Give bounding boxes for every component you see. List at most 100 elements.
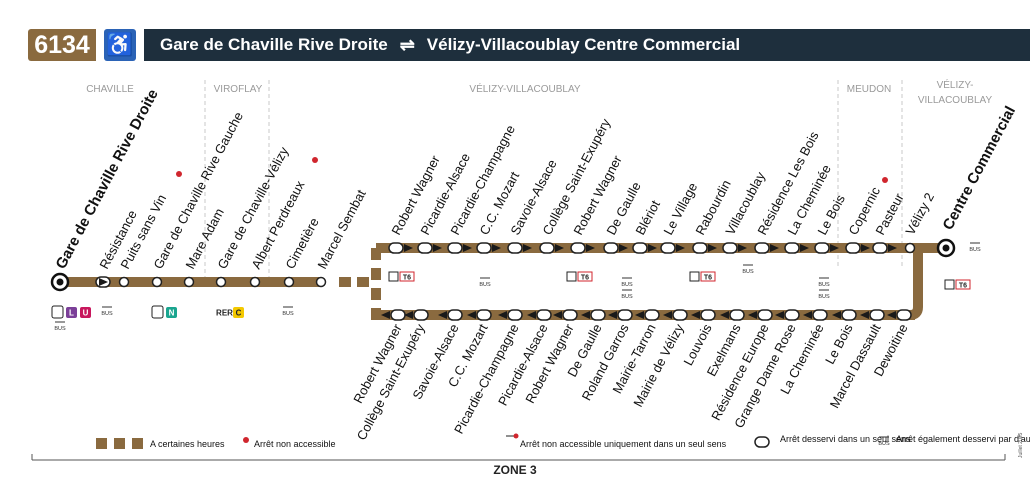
one-way-stop: [700, 309, 716, 321]
one-way-stop: [754, 242, 770, 254]
direction-arrow-icon: [581, 311, 590, 319]
legend-peak-hours-swatch: [132, 438, 143, 449]
stop-name: Vélizy 2: [902, 190, 937, 237]
peak-hours-segment: [371, 248, 381, 260]
direction-arrow-icon: [463, 244, 472, 252]
t6-badge-label: T6: [959, 283, 967, 290]
bus-connection-label: BUS: [621, 294, 633, 300]
bus-connection-label: BUS: [54, 326, 66, 332]
one-way-stop: [692, 242, 708, 254]
direction-arrow-icon: [467, 311, 476, 319]
one-way-stop: [390, 309, 406, 321]
line-number-badge: 6134: [28, 29, 96, 61]
one-way-stop: [812, 309, 828, 321]
one-way-stop: [476, 309, 492, 321]
terminus-stop-core: [56, 278, 64, 286]
bus-connection-label: BUS: [101, 311, 113, 317]
legend-peak-hours-swatch: [96, 438, 107, 449]
one-way-stop: [536, 309, 552, 321]
line-c-badge-label: C: [236, 309, 242, 318]
direction-arrow-icon: [676, 244, 685, 252]
one-way-stop: [590, 309, 606, 321]
direction-arrow-icon: [553, 311, 562, 319]
train-icon: [151, 305, 164, 319]
t6-badge-label: T6: [403, 275, 411, 282]
t6-badge: [577, 271, 593, 282]
direction-arrow-icon: [803, 311, 812, 319]
direction-arrow-icon: [775, 311, 784, 319]
rer-badge-label: RER: [216, 309, 233, 318]
one-way-stop: [507, 242, 523, 254]
direction-arrow-icon: [99, 278, 108, 286]
tram-icon: [388, 271, 399, 282]
one-way-stop: [413, 309, 429, 321]
direction-arrow-icon: [708, 244, 717, 252]
one-way-stop: [660, 242, 676, 254]
bus-connection-label: BUS: [818, 294, 830, 300]
direction-arrow-icon: [861, 244, 870, 252]
not-accessible-icon: [882, 177, 888, 183]
legend-one-way-not-accessible: Arrêt non accessible uniquement dans un …: [520, 439, 727, 449]
legend-one-way-not-accessible-icon: [513, 433, 519, 439]
direction-arrow-icon: [404, 311, 413, 319]
t6-badge-label: T6: [704, 275, 712, 282]
direction-arrow-icon: [830, 244, 839, 252]
one-way-stop: [784, 309, 800, 321]
direction-arrow-icon: [887, 311, 896, 319]
legend-peak-hours: A certaines heures: [150, 439, 225, 449]
stop-marker: [904, 242, 916, 254]
direction-arrow-icon: [663, 311, 672, 319]
stop-marker: [215, 276, 227, 288]
stop-name: Blériot: [632, 197, 663, 237]
one-way-stop: [644, 309, 660, 321]
bus-connection-label: BUS: [621, 282, 633, 288]
not-accessible-icon: [176, 171, 182, 177]
tram-icon: [944, 279, 955, 290]
line-n-badge-label: N: [169, 309, 175, 318]
stop-marker: [183, 276, 195, 288]
legend-one-way-served: Arrêt desservi dans un seul sens: [780, 434, 911, 444]
one-way-stop: [539, 242, 555, 254]
peak-hours-segment: [371, 288, 381, 300]
not-accessible-icon: [312, 157, 318, 163]
destination-name: Vélizy-Villacoublay Centre Commercial: [426, 35, 741, 54]
line-n-badge: [166, 307, 177, 318]
direction-arrow-icon: [523, 244, 532, 252]
direction-arrow-icon: [888, 244, 897, 252]
one-way-stop: [447, 242, 463, 254]
bus-connection-label: BUS: [969, 247, 981, 253]
one-way-stop: [632, 242, 648, 254]
direction-arrow-icon: [738, 244, 747, 252]
wheelchair-icon: ♿: [104, 29, 136, 61]
t6-badge: [399, 271, 415, 282]
line-l-badge: [66, 307, 77, 318]
t6-badge: [700, 271, 716, 282]
legend-other-lines: Arrêt également desservi par d'autres li…: [896, 434, 1030, 444]
peak-hours-segment: [339, 277, 351, 287]
one-way-stop: [845, 242, 861, 254]
train-icon: [51, 305, 64, 319]
direction-arrow-icon: [555, 244, 564, 252]
stop-marker: [249, 276, 261, 288]
one-way-stop: [729, 309, 745, 321]
one-way-stop: [869, 309, 885, 321]
rer-badge: [217, 307, 232, 318]
direction-arrow-icon: [720, 311, 729, 319]
commune-label: MEUDON: [847, 84, 891, 95]
tram-icon: [566, 271, 577, 282]
stop-marker: [315, 276, 327, 288]
one-way-stop: [507, 309, 523, 321]
legend-one-way-stop-icon: [754, 436, 770, 448]
direction-arrow-icon: [586, 244, 595, 252]
direction-arrow-icon: [433, 244, 442, 252]
stop-marker: [283, 276, 295, 288]
legend-not-accessible-icon: [243, 437, 249, 443]
line-u-badge-label: U: [83, 309, 89, 318]
direction-arrow-icon: [691, 311, 700, 319]
stop-marker: [118, 276, 130, 288]
tram-icon: [689, 271, 700, 282]
origin-name: Gare de Chaville Rive Droite: [160, 35, 388, 54]
direction-arrow-icon: [619, 244, 628, 252]
bus-connection-label: BUS: [479, 282, 491, 288]
